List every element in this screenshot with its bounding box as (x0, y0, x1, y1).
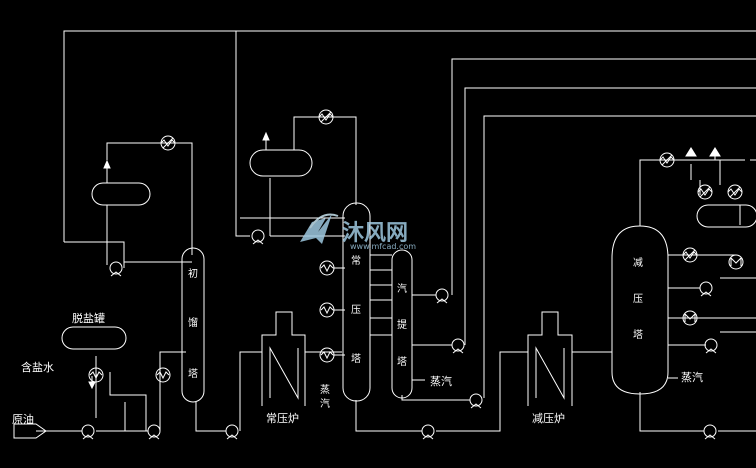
pump-vac-2 (704, 338, 718, 354)
watermark-brand: 沐风网 (342, 221, 408, 246)
steam-strip-label: 蒸汽 (430, 374, 452, 388)
atm-tower-char-2: 压 (351, 304, 361, 316)
initial-tower-char-3: 塔 (188, 367, 198, 380)
pump-feed (81, 424, 95, 440)
strip-tower-char-3: 塔 (397, 355, 407, 368)
pump-vac-1 (699, 281, 713, 297)
desalting-tank (61, 326, 127, 350)
vacuum-drum (696, 204, 756, 228)
pipe-lines (36, 30, 756, 432)
initial-tower (181, 247, 205, 403)
ejector-2 (709, 147, 721, 160)
vac-furnace-label: 减压炉 (532, 412, 565, 425)
atmospheric-tower (342, 202, 371, 402)
salt-water-label: 含盐水 (21, 360, 54, 374)
vent-atm (262, 131, 270, 150)
ejector-1 (685, 147, 697, 180)
watermark-url: www.mfcad.com (350, 242, 416, 251)
heat-exchangers (88, 109, 744, 383)
pump-initial-feed (147, 424, 161, 440)
vac-tower-char-3: 塔 (633, 328, 643, 341)
atm-furnace-label: 常压炉 (266, 412, 299, 425)
initial-reflux-drum (91, 182, 151, 206)
hx-atm-side-3 (319, 347, 335, 363)
vent-arrows (88, 131, 721, 390)
atm-tower-char-3: 塔 (351, 352, 361, 365)
watermark: 沐风网 www.mfcad.com (300, 213, 416, 251)
crude-oil-label: 原油 (12, 412, 34, 426)
hx-atm-side-1 (319, 260, 335, 276)
hx-initial-overhead (160, 135, 176, 151)
pumps (81, 229, 718, 440)
hx-feed-2 (155, 367, 171, 383)
vac-tower-char-1: 减 (633, 257, 643, 269)
hx-vac-m1 (728, 254, 744, 270)
vac-tower-char-2: 压 (633, 293, 643, 305)
hx-vac-m2 (682, 310, 698, 326)
watermark-logo-icon (300, 213, 339, 244)
atmospheric-furnace (261, 311, 306, 406)
hx-vac-2 (697, 184, 713, 200)
hx-vac-side (682, 247, 698, 263)
pump-atm-reflux (251, 229, 265, 245)
hx-atm-side-2 (319, 302, 335, 318)
pump-initial-bottom (225, 424, 239, 440)
strip-tower-char-2: 提 (397, 319, 407, 331)
pump-strip-2 (451, 338, 465, 354)
steam-atm-char-1: 蒸 (320, 384, 330, 396)
initial-tower-char-1: 初 (188, 267, 198, 280)
pump-atm-bottom (421, 424, 435, 440)
hx-atm-overhead (318, 109, 334, 125)
steam-vac-label: 蒸汽 (681, 370, 703, 384)
vacuum-furnace (527, 311, 573, 406)
pump-strip-1 (435, 288, 449, 304)
labels: 原油 含盐水 脱盐罐 初 馏 塔 常 压 塔 汽 提 塔 减 压 塔 常压炉 减… (12, 254, 703, 426)
pump-initial-reflux (109, 261, 123, 277)
vacuum-tower (611, 225, 669, 395)
pump-strip-3 (469, 393, 483, 409)
hx-feed-1 (88, 367, 104, 383)
steam-atm-char-2: 汽 (320, 397, 330, 410)
vent-initial (103, 159, 111, 183)
desalting-tank-label: 脱盐罐 (72, 311, 105, 325)
strip-tower-char-1: 汽 (397, 282, 407, 295)
initial-tower-char-2: 馏 (188, 316, 198, 329)
hx-vac-overhead (659, 152, 675, 168)
atm-tower-char-1: 常 (351, 254, 361, 267)
hx-vac-3 (727, 184, 743, 200)
salt-water-arrow (88, 376, 96, 390)
atmospheric-reflux-drum (249, 149, 313, 177)
pump-vac-bottom (703, 424, 717, 440)
crude-feed-arrow (13, 423, 47, 439)
stripping-tower (391, 249, 413, 399)
